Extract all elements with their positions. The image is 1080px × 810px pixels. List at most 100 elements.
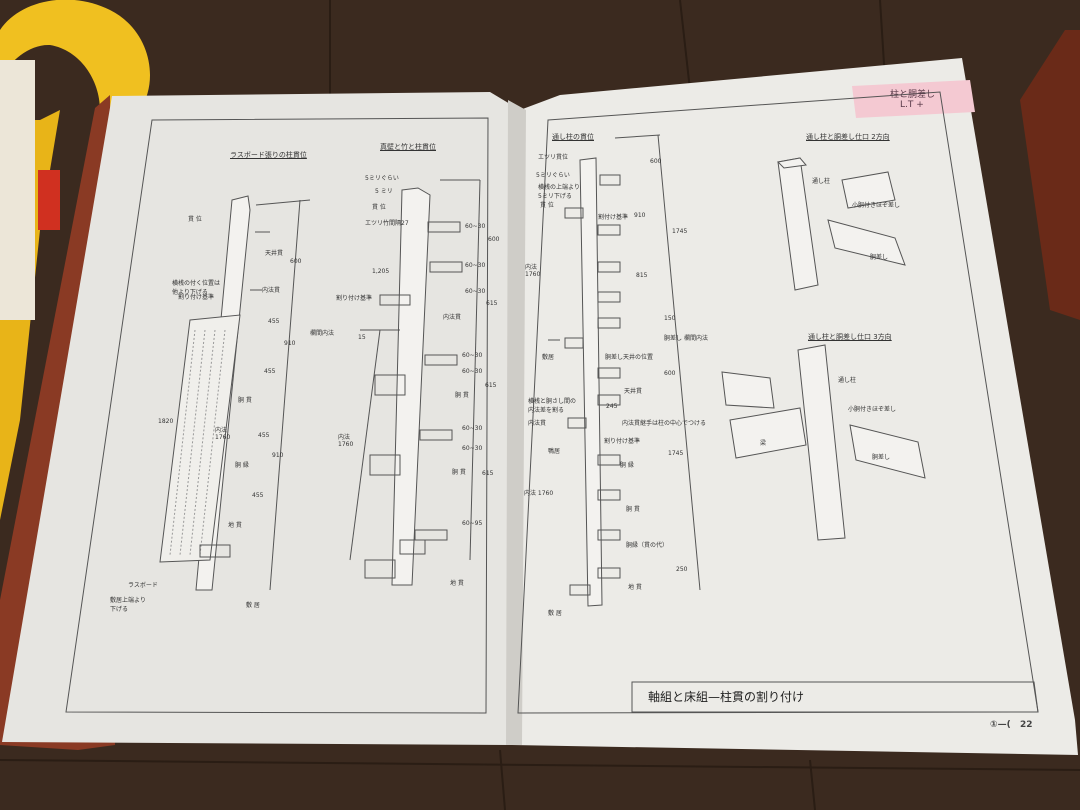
- fig3-dim-245: 245: [606, 403, 618, 410]
- sticky-tab: [852, 80, 975, 118]
- fig2-dim-60-30g: 60~30: [462, 445, 483, 452]
- fig3-shikii: 敷居: [542, 354, 555, 361]
- fig2-dim-615b: 615: [485, 382, 497, 389]
- fig3-kaki: 欄間内法: [684, 335, 709, 342]
- fig3-kannuki: 貫 位: [540, 202, 554, 209]
- fig2-dim-60-30b: 60~30: [465, 262, 486, 269]
- fig2-dim-60-95: 60~95: [462, 520, 483, 527]
- fig3-ji-nuki-label: 胴縁（貫の代）: [626, 542, 669, 549]
- fig2-ji-nuki: 地 貫: [450, 580, 464, 587]
- figure5-drawing: [721, 344, 926, 541]
- fig4-dosashi: 胴差し: [870, 254, 889, 261]
- fig2-dim-600: 600: [488, 236, 500, 243]
- fig3-mune-nuki: 胴 貫: [626, 506, 640, 513]
- figure2-drawing: [349, 179, 481, 586]
- fig1-dim-600: 600: [290, 258, 302, 265]
- figure5-title: 通し柱と胴差し仕口 3方向: [808, 333, 892, 341]
- fig1-dim-455c: 455: [258, 432, 270, 439]
- fig2-dim-60-30d: 60~30: [462, 352, 483, 359]
- fig1-dim-910a: 910: [284, 340, 296, 347]
- left-page: [2, 92, 520, 745]
- fig1-dosa: 胴 縁: [235, 462, 249, 469]
- tab-note-line1: 柱と胴差し: [890, 90, 936, 100]
- fig3-dim-815: 815: [636, 272, 648, 279]
- red-book: [1020, 30, 1080, 320]
- fig3-ji-nuki: 地 貫: [628, 584, 642, 591]
- fig2-dim-60-30e: 60~30: [462, 368, 483, 375]
- figure1-drawing: [159, 195, 311, 591]
- fig3-dou-sashi-note: 胴差し天井の位置: [605, 354, 654, 361]
- fig1-lath: ラスボード: [128, 582, 158, 589]
- figure4-drawing: [776, 157, 906, 291]
- fig3-nai-nuki: 内法貫: [528, 420, 547, 427]
- fig1-warituke: 割り付け基準: [178, 294, 215, 301]
- book-gutter: [506, 100, 526, 745]
- fig3-kamoi: 鴨居: [548, 448, 561, 455]
- fig2-emari: エツリ竹間隔27: [365, 220, 409, 227]
- fig3-warituke: 割付け基準: [598, 214, 629, 221]
- fig2-dim-60-30a: 60~30: [465, 223, 486, 230]
- fig3-dim-600: 600: [650, 158, 662, 165]
- fig2-nai-nuki: 内法貫: [443, 314, 462, 321]
- fig2-mori: 5 ミリ: [375, 188, 393, 195]
- fig1-kannuki: 貫 位: [188, 216, 202, 223]
- fig3-sukima: 5ミリぐらい: [536, 172, 570, 179]
- fig3-naiho: 内法 1760: [525, 264, 541, 278]
- fig3-dosashi: 胴差し: [664, 335, 683, 342]
- fig5-hozo: 小胴付きほぞ差し: [848, 406, 897, 413]
- fig1-nai-nuki: 内法貫: [262, 287, 281, 294]
- fig3-nageshi-note: 横桟と胴さし間の 内法差を割る: [528, 398, 577, 414]
- fig2-sukima: 5ミリぐらい: [365, 175, 399, 182]
- tab-note-line2: L.T +: [900, 100, 924, 110]
- fig3-dim-1745: 1745: [672, 228, 688, 235]
- page-marker: ①—(: [990, 720, 1011, 730]
- fig3-nageshi: 内法貫継手は柱の中心でつける: [622, 420, 707, 427]
- fig5-toshi: 通し柱: [838, 377, 857, 384]
- fig3-dim-910: 910: [634, 212, 646, 219]
- fig3-dim-600b: 600: [664, 370, 676, 377]
- fig2-dou-nuki2: 胴 貫: [452, 469, 466, 476]
- fig3-emari: エツリ貫位: [538, 154, 569, 161]
- fig3-dim-1745b: 1745: [668, 450, 684, 457]
- fig3-naiho2: 内法 1760: [524, 490, 554, 497]
- fig1-dim-1820: 1820: [158, 418, 174, 425]
- page-caption: 軸組と床組—柱貫の割り付け: [648, 690, 805, 704]
- fig3-dim-150: 150: [664, 315, 676, 322]
- fig2-dim-615c: 615: [482, 470, 494, 477]
- caption-box: [631, 681, 1039, 713]
- figure4-title: 通し柱と胴差し仕口 2方向: [806, 133, 890, 141]
- fig2-kaki: 欄間内法: [310, 330, 335, 337]
- fig2-kannuki: 貫 位: [372, 204, 386, 211]
- page-number: 22: [1020, 720, 1033, 730]
- fig2-dim-15: 15: [358, 334, 366, 341]
- yellow-toy: [0, 0, 150, 520]
- fig3-tenjo: 天井貫: [624, 388, 643, 395]
- fig1-dim-455d: 455: [252, 492, 264, 499]
- fig1-dim-455b: 455: [264, 368, 276, 375]
- fig3-shikii2: 敷 居: [548, 610, 562, 617]
- fig4-hozo: 小胴付きほぞ差し: [852, 202, 901, 209]
- fig3-dou-nuki: 胴 縁: [620, 462, 634, 469]
- fig1-shikii: 敷 居: [246, 602, 260, 609]
- figure1-title: ラスボード張りの柱貫位: [230, 151, 307, 159]
- fig1-dou-nuki: 胴 貫: [238, 397, 252, 404]
- fig1-tenjo: 横桟の付く位置は 他より下げる: [172, 280, 221, 296]
- fig4-toshi: 通し柱: [812, 178, 831, 185]
- fig2-warituke: 割り付け基準: [336, 295, 373, 302]
- fig3-warituke2: 割り付け基準: [604, 438, 641, 445]
- figure2-title: 真壁と竹と柱貫位: [380, 143, 436, 151]
- figure3-title: 通し柱の貫位: [552, 133, 594, 141]
- fig3-yokosan: 横桟の上端より 5ミリ下げる: [538, 184, 580, 200]
- fig2-dou-nuki: 胴 貫: [455, 392, 469, 399]
- figure3-drawing: [548, 134, 701, 607]
- fig1-ji-nuki: 地 貫: [228, 522, 242, 529]
- fig1-dim-910b: 910: [272, 452, 284, 459]
- fig2-dim-60-30f: 60~30: [462, 425, 483, 432]
- fig5-dosashi: 胴差し: [872, 454, 891, 461]
- right-page: [512, 58, 1078, 755]
- fig1-dim-455a: 455: [268, 318, 280, 325]
- fig2-dim-60-30c: 60~30: [465, 288, 486, 295]
